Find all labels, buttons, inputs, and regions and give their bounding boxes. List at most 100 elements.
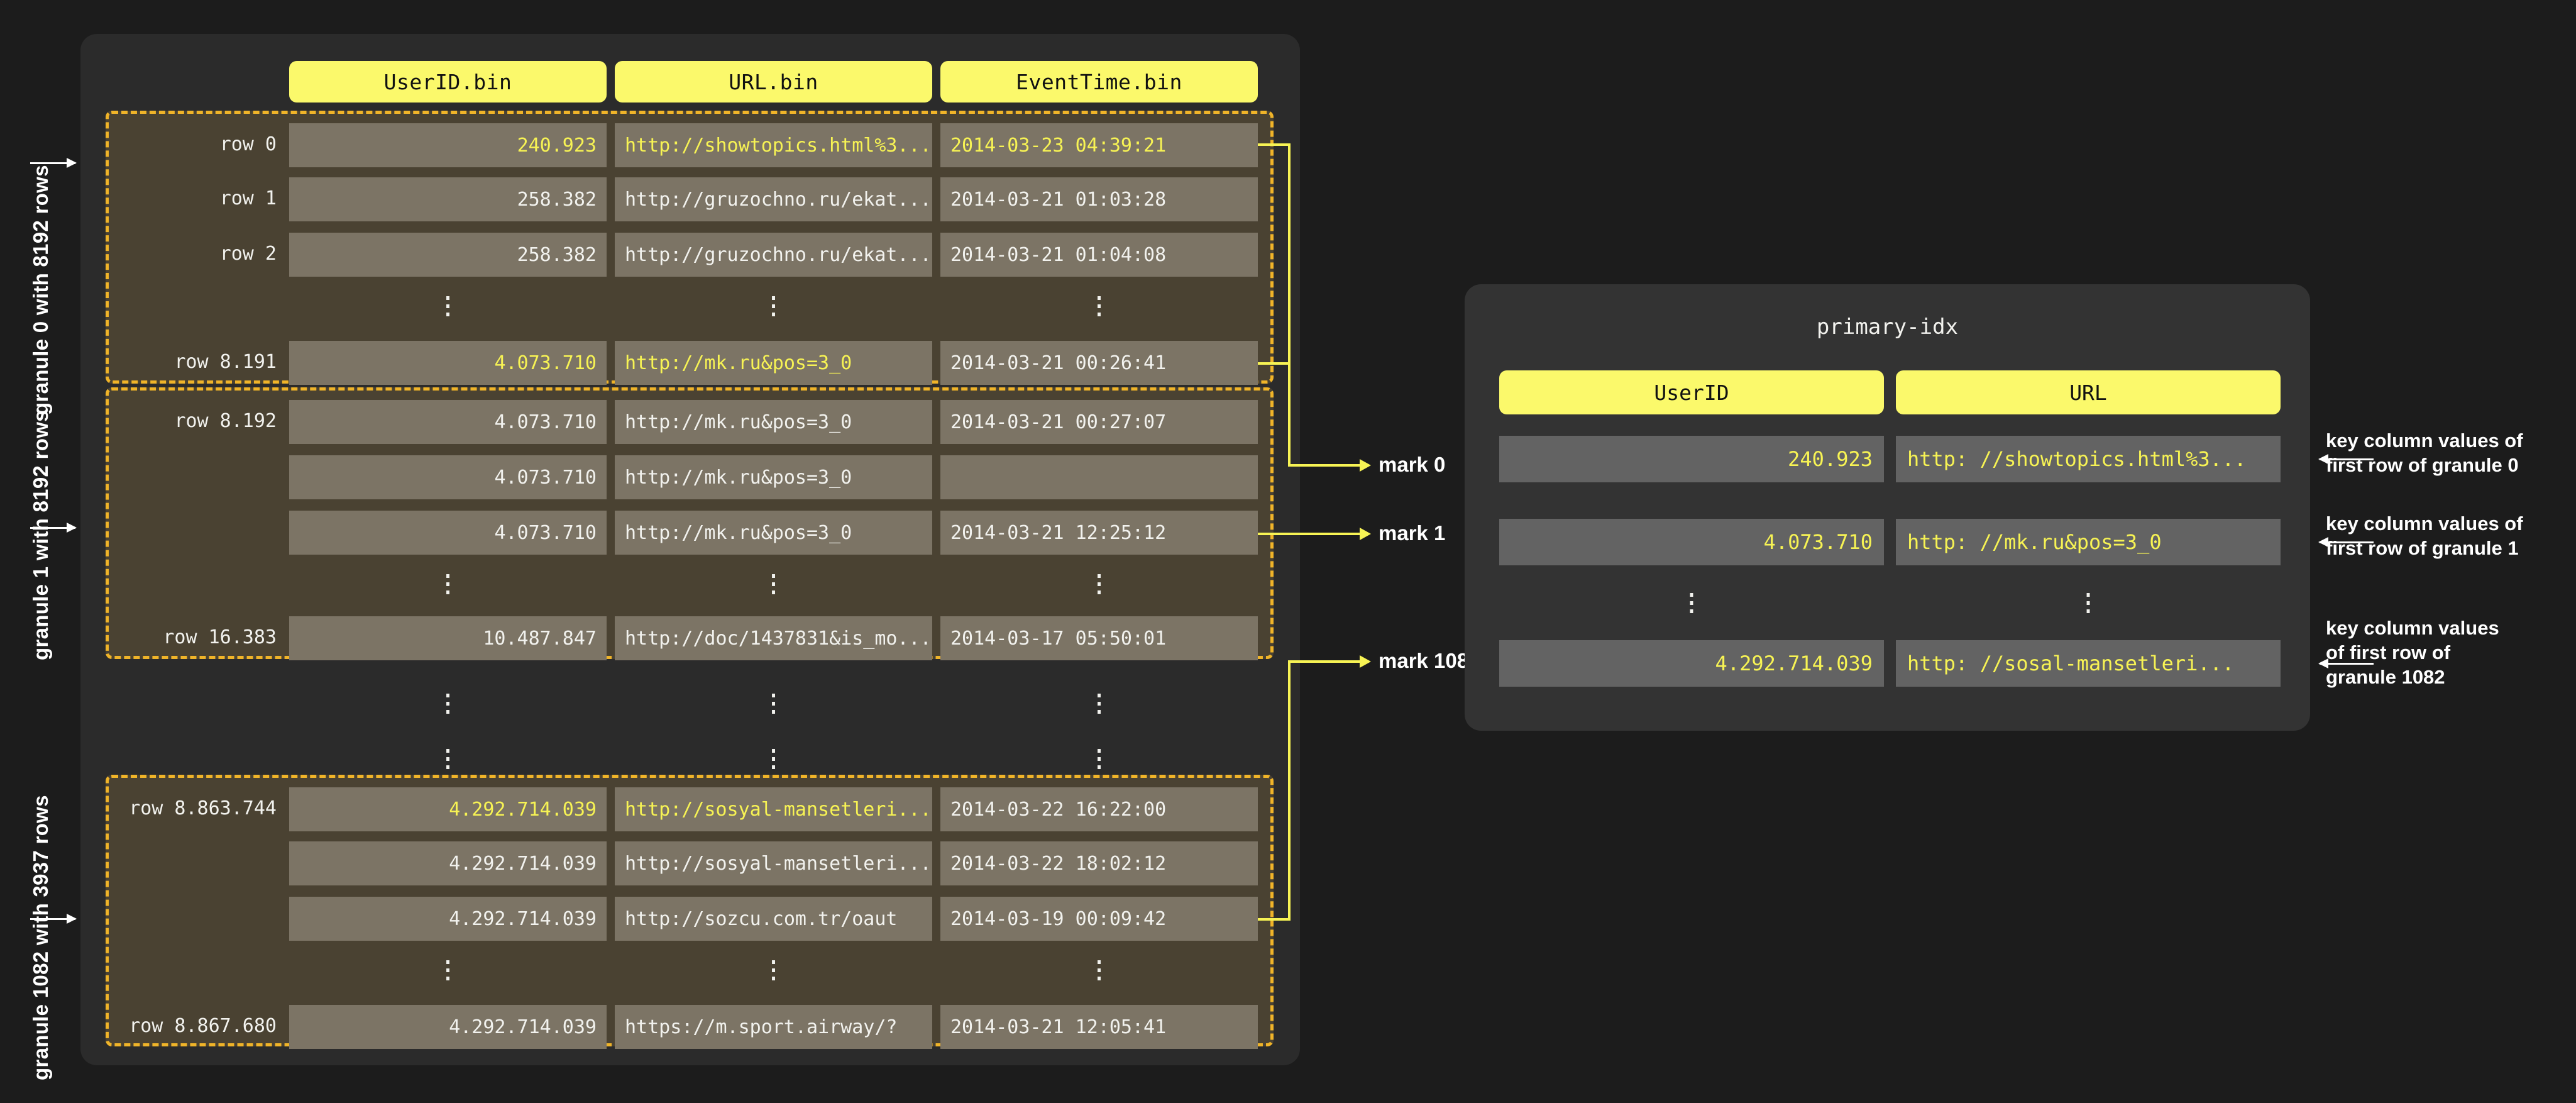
cell-eventtime: 2014-03-22 18:02:12 — [940, 841, 1258, 885]
cell-url: http://showtopics.html%3... — [615, 123, 932, 167]
row-label: row 8.863.744 — [129, 797, 277, 819]
primary-index-title: primary-idx — [1816, 314, 1959, 340]
cell-eventtime: 2014-03-17 05:50:01 — [940, 616, 1258, 660]
mark-label-1: mark 1 — [1379, 521, 1446, 545]
cell-eventtime: 2014-03-21 01:03:28 — [940, 177, 1258, 221]
mark-label-1082: mark 1082 — [1379, 649, 1480, 672]
ellipsis-vertical: ... — [440, 675, 456, 720]
cell-eventtime: 2014-03-22 16:22:00 — [940, 787, 1258, 831]
granule-side-label-1: granule 1 with 8192 rows — [29, 410, 52, 660]
cell-userid: 4.292.714.039 — [289, 1005, 607, 1049]
annotation-line: key column values of — [2326, 430, 2523, 452]
cell-userid: 240.923 — [289, 123, 607, 167]
ellipsis-vertical: ... — [440, 277, 456, 323]
arrowhead-mark1 — [1360, 528, 1371, 540]
row-label: row 8.867.680 — [129, 1015, 277, 1037]
index-cell-url: http: //showtopics.html%3... — [1896, 436, 2281, 482]
cell-url: http://sosyal-mansetleri... — [615, 787, 932, 831]
ellipsis-vertical: ... — [440, 555, 456, 601]
granule-pointer-0 — [30, 158, 77, 168]
cell-url: http://gruzochno.ru/ekat... — [615, 177, 932, 221]
row-label: row 1 — [219, 187, 277, 209]
cell-url: https://m.sport.airway/? — [615, 1005, 932, 1049]
connector-mark0-vert — [1288, 254, 1291, 465]
row-label: row 8.191 — [174, 351, 277, 373]
ellipsis-vertical: ... — [1683, 574, 1700, 619]
connector-granule1082-vert — [1288, 660, 1291, 919]
ellipsis-vertical: ... — [1091, 941, 1107, 987]
index-cell-url: http: //mk.ru&pos=3_0 — [1896, 519, 2281, 565]
annotation-granule1: key column values of first row of granul… — [2326, 512, 2565, 561]
mark-label-0: mark 0 — [1379, 453, 1446, 476]
cell-url: http://mk.ru&pos=3_0 — [615, 455, 932, 499]
index-cell-userid: 4.292.714.039 — [1499, 640, 1884, 687]
arrowhead-mark0 — [1360, 459, 1371, 472]
ellipsis-vertical: ... — [766, 730, 781, 775]
cell-userid: 4.292.714.039 — [289, 787, 607, 831]
ellipsis-vertical: ... — [766, 555, 781, 601]
annotation-line: key column values of — [2326, 513, 2523, 535]
ellipsis-vertical: ... — [2080, 574, 2096, 619]
connector-granule1-top — [1258, 533, 1362, 535]
annotation-line: of first row of — [2326, 641, 2451, 663]
cell-userid: 4.073.710 — [289, 511, 607, 555]
column-header-url: URL.bin — [615, 61, 932, 103]
cell-eventtime: 2014-03-19 00:09:42 — [940, 897, 1258, 941]
ellipsis-vertical: ... — [1091, 675, 1107, 720]
index-header-userid: UserID — [1499, 370, 1884, 414]
cell-eventtime: 2014-03-21 00:27:07 — [940, 400, 1258, 444]
cell-url: http://doc/1437831&is_mo... — [615, 616, 932, 660]
cell-eventtime: 2014-03-21 00:26:41 — [940, 341, 1258, 385]
cell-url: http://sozcu.com.tr/oaut — [615, 897, 932, 941]
cell-url: http://mk.ru&pos=3_0 — [615, 341, 932, 385]
row-label: row 0 — [219, 133, 277, 155]
cell-userid: 10.487.847 — [289, 616, 607, 660]
granule-side-label-0: granule 0 with 8192 rows — [29, 165, 52, 415]
cell-eventtime: 2014-03-21 12:25:12 — [940, 511, 1258, 555]
annotation-granule0: key column values of first row of granul… — [2326, 429, 2565, 478]
column-header-eventtime: EventTime.bin — [940, 61, 1258, 103]
annotation-line: first row of granule 0 — [2326, 453, 2519, 476]
ellipsis-vertical: ... — [1091, 555, 1107, 601]
connector-mark0-line — [1288, 464, 1362, 467]
ellipsis-vertical: ... — [1091, 277, 1107, 323]
cell-userid: 258.382 — [289, 233, 607, 277]
cell-userid: 4.073.710 — [289, 400, 607, 444]
annotation-pointer-2 — [2318, 658, 2374, 668]
cell-url: http://mk.ru&pos=3_0 — [615, 400, 932, 444]
cell-userid: 258.382 — [289, 177, 607, 221]
annotation-line: key column values — [2326, 617, 2499, 639]
index-cell-userid: 4.073.710 — [1499, 519, 1884, 565]
row-label: row 2 — [219, 243, 277, 265]
cell-eventtime: 2014-03-23 04:39:21 — [940, 123, 1258, 167]
annotation-granule1082: key column values of first row of granul… — [2326, 616, 2565, 689]
annotation-line: granule 1082 — [2326, 665, 2445, 688]
granule-side-label-2: granule 1082 with 3937 rows — [29, 795, 52, 1080]
ellipsis-vertical: ... — [1091, 730, 1107, 775]
annotation-pointer-1 — [2318, 537, 2374, 547]
index-cell-url: http: //sosal-mansetleri... — [1896, 640, 2281, 687]
ellipsis-vertical: ... — [440, 941, 456, 987]
ellipsis-vertical: ... — [440, 730, 456, 775]
cell-url: http://sosyal-mansetleri... — [615, 841, 932, 885]
cell-userid: 4.073.710 — [289, 455, 607, 499]
cell-url: http://gruzochno.ru/ekat... — [615, 233, 932, 277]
cell-url: http://mk.ru&pos=3_0 — [615, 511, 932, 555]
connector-granule1082-stub — [1258, 918, 1291, 921]
annotation-line: first row of granule 1 — [2326, 536, 2519, 559]
index-cell-userid: 240.923 — [1499, 436, 1884, 482]
ellipsis-vertical: ... — [766, 941, 781, 987]
cell-eventtime: 2014-03-21 01:04:08 — [940, 233, 1258, 277]
granule-pointer-1 — [30, 523, 77, 533]
cell-eventtime — [940, 455, 1258, 499]
row-label: row 16.383 — [163, 626, 277, 648]
ellipsis-vertical: ... — [766, 675, 781, 720]
index-header-url: URL — [1896, 370, 2281, 414]
column-header-userid: UserID.bin — [289, 61, 607, 103]
annotation-pointer-0 — [2318, 454, 2374, 464]
cell-userid: 4.292.714.039 — [289, 841, 607, 885]
granule-pointer-2 — [30, 914, 77, 924]
cell-userid: 4.292.714.039 — [289, 897, 607, 941]
connector-mark1082-line — [1288, 660, 1362, 663]
